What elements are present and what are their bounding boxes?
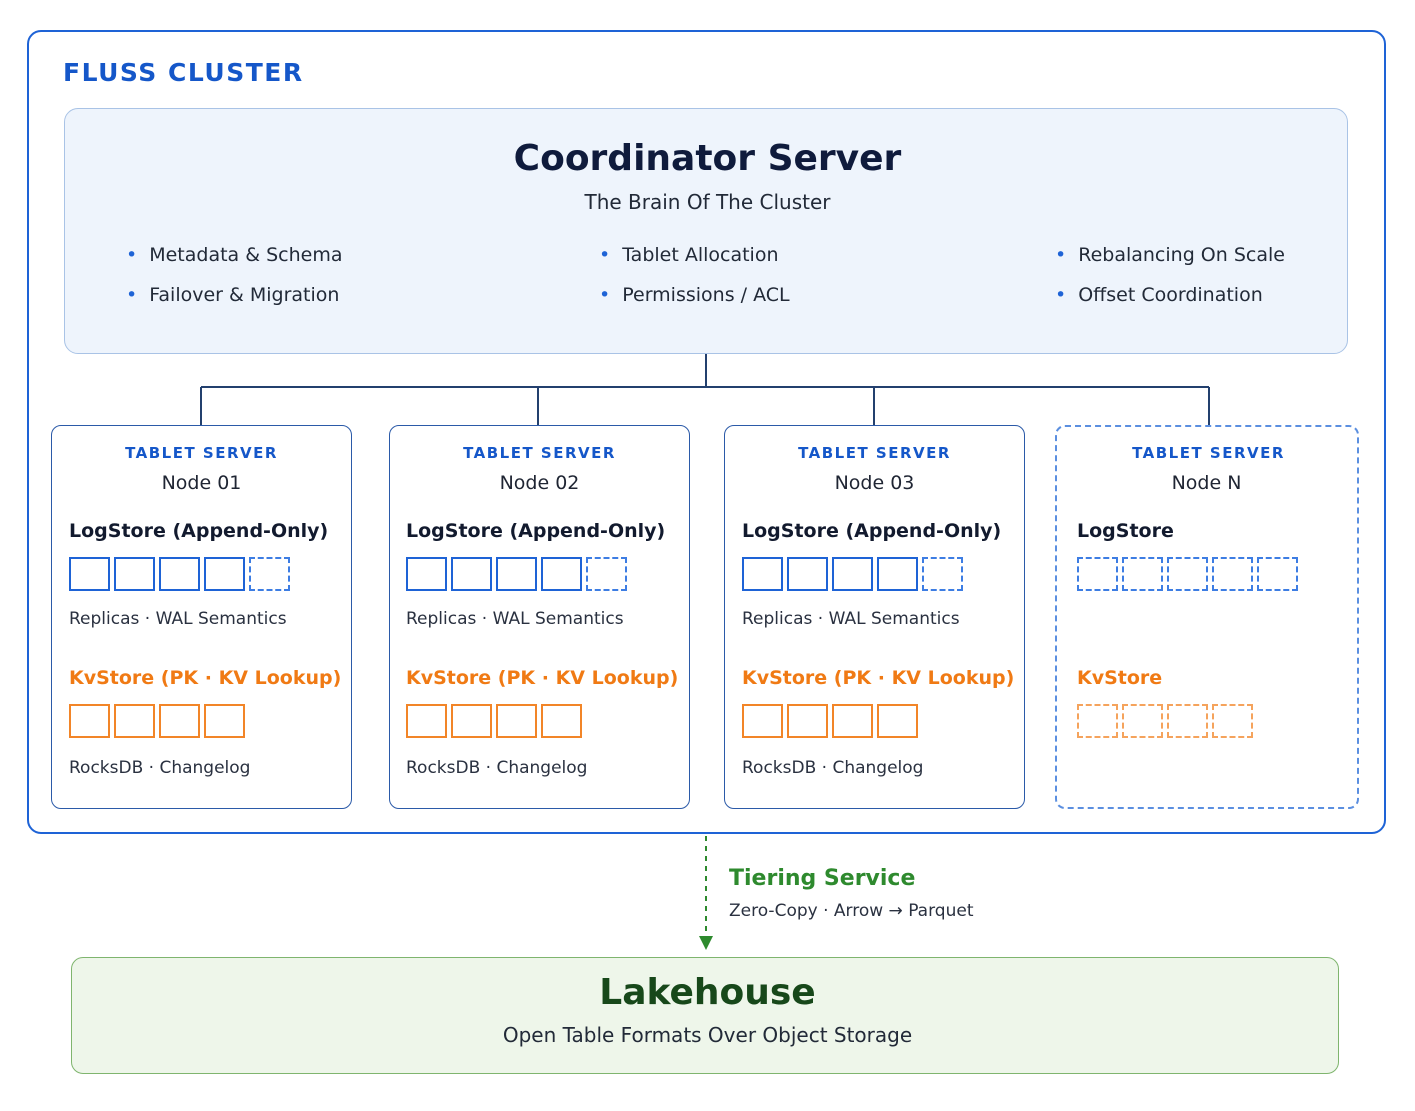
kv-segment [406, 704, 447, 738]
log-segment-pending [1212, 557, 1253, 591]
logstore-title: LogStore (Append-Only) [69, 520, 329, 542]
bullet-icon: • [126, 244, 138, 266]
node-label: Node 03 [834, 472, 915, 494]
tablet-server-header: TABLET SERVER [463, 444, 616, 462]
tiering-service-label: Tiering Service [729, 866, 916, 891]
logstore-segments [742, 557, 967, 591]
kv-segment [787, 704, 828, 738]
log-segment-pending [922, 557, 963, 591]
log-segment-pending [249, 557, 290, 591]
kvstore-title: KvStore [1077, 667, 1163, 689]
arrow-down-icon [699, 936, 713, 950]
kv-segment [204, 704, 245, 738]
log-segment-pending [1077, 557, 1118, 591]
logstore-title: LogStore (Append-Only) [406, 520, 666, 542]
coordinator-title: Coordinator Server [513, 138, 902, 179]
node-label: Node N [1171, 472, 1242, 494]
log-segment [451, 557, 492, 591]
log-segment [114, 557, 155, 591]
log-segment-pending [1167, 557, 1208, 591]
logstore-segments [1077, 557, 1302, 591]
kv-segment-pending [1167, 704, 1208, 738]
tablet-server-node-03[interactable] [724, 425, 1025, 809]
kv-segment-pending [1212, 704, 1253, 738]
log-segment [787, 557, 828, 591]
feature-item: •Failover & Migration [126, 284, 340, 306]
tablet-server-header: TABLET SERVER [798, 444, 951, 462]
logstore-segments [69, 557, 294, 591]
kv-segment [69, 704, 110, 738]
coordinator-server-box[interactable] [64, 108, 1348, 354]
tablet-server-header: TABLET SERVER [125, 444, 278, 462]
log-segment-pending [1122, 557, 1163, 591]
logstore-note: Replicas · WAL Semantics [742, 609, 960, 629]
kv-segment [742, 704, 783, 738]
tablet-server-node-n[interactable] [1055, 425, 1359, 809]
coordinator-subtitle: The Brain Of The Cluster [584, 190, 831, 214]
kvstore-note: RocksDB · Changelog [742, 758, 924, 778]
kvstore-note: RocksDB · Changelog [69, 758, 251, 778]
feature-item: •Metadata & Schema [126, 244, 343, 266]
tablet-server-node-02[interactable] [389, 425, 690, 809]
kv-segment [496, 704, 537, 738]
logstore-note: Replicas · WAL Semantics [406, 609, 624, 629]
tablet-server-header: TABLET SERVER [1132, 444, 1285, 462]
kvstore-title: KvStore (PK · KV Lookup) [742, 667, 1015, 689]
log-segment [69, 557, 110, 591]
log-segment [832, 557, 873, 591]
kv-segment [832, 704, 873, 738]
log-segment-pending [1257, 557, 1298, 591]
node-label: Node 02 [499, 472, 580, 494]
kvstore-segments [406, 704, 586, 738]
kv-segment [451, 704, 492, 738]
feature-item: •Tablet Allocation [599, 244, 779, 266]
cluster-label: FLUSS CLUSTER [63, 58, 304, 87]
bullet-icon: • [1055, 284, 1067, 306]
log-segment-pending [586, 557, 627, 591]
lakehouse-subtitle: Open Table Formats Over Object Storage [502, 1023, 913, 1047]
kv-segment-pending [1122, 704, 1163, 738]
log-segment [204, 557, 245, 591]
kv-segment [541, 704, 582, 738]
logstore-title: LogStore [1077, 520, 1174, 542]
feature-item: •Permissions / ACL [599, 284, 790, 306]
kvstore-title: KvStore (PK · KV Lookup) [406, 667, 679, 689]
kvstore-note: RocksDB · Changelog [406, 758, 588, 778]
feature-item: •Offset Coordination [1055, 284, 1263, 306]
tiering-service-detail: Zero-Copy · Arrow → Parquet [729, 901, 974, 921]
logstore-title: LogStore (Append-Only) [742, 520, 1002, 542]
feature-item: •Rebalancing On Scale [1055, 244, 1285, 266]
tablet-server-node-01[interactable] [51, 425, 352, 809]
kv-segment-pending [1077, 704, 1118, 738]
log-segment [877, 557, 918, 591]
logstore-note: Replicas · WAL Semantics [69, 609, 287, 629]
kv-segment [159, 704, 200, 738]
log-segment [406, 557, 447, 591]
log-segment [541, 557, 582, 591]
bullet-icon: • [599, 244, 611, 266]
lakehouse-title: Lakehouse [599, 972, 816, 1013]
log-segment [496, 557, 537, 591]
kvstore-segments [1077, 704, 1257, 738]
log-segment [159, 557, 200, 591]
kvstore-title: KvStore (PK · KV Lookup) [69, 667, 342, 689]
bullet-icon: • [599, 284, 611, 306]
kv-segment [114, 704, 155, 738]
kv-segment [877, 704, 918, 738]
kvstore-segments [742, 704, 922, 738]
log-segment [742, 557, 783, 591]
logstore-segments [406, 557, 631, 591]
node-label: Node 01 [161, 472, 242, 494]
lakehouse-box[interactable] [71, 957, 1339, 1074]
fluss-cluster-frame [27, 30, 1386, 834]
bullet-icon: • [1055, 244, 1067, 266]
kvstore-segments [69, 704, 249, 738]
bullet-icon: • [126, 284, 138, 306]
